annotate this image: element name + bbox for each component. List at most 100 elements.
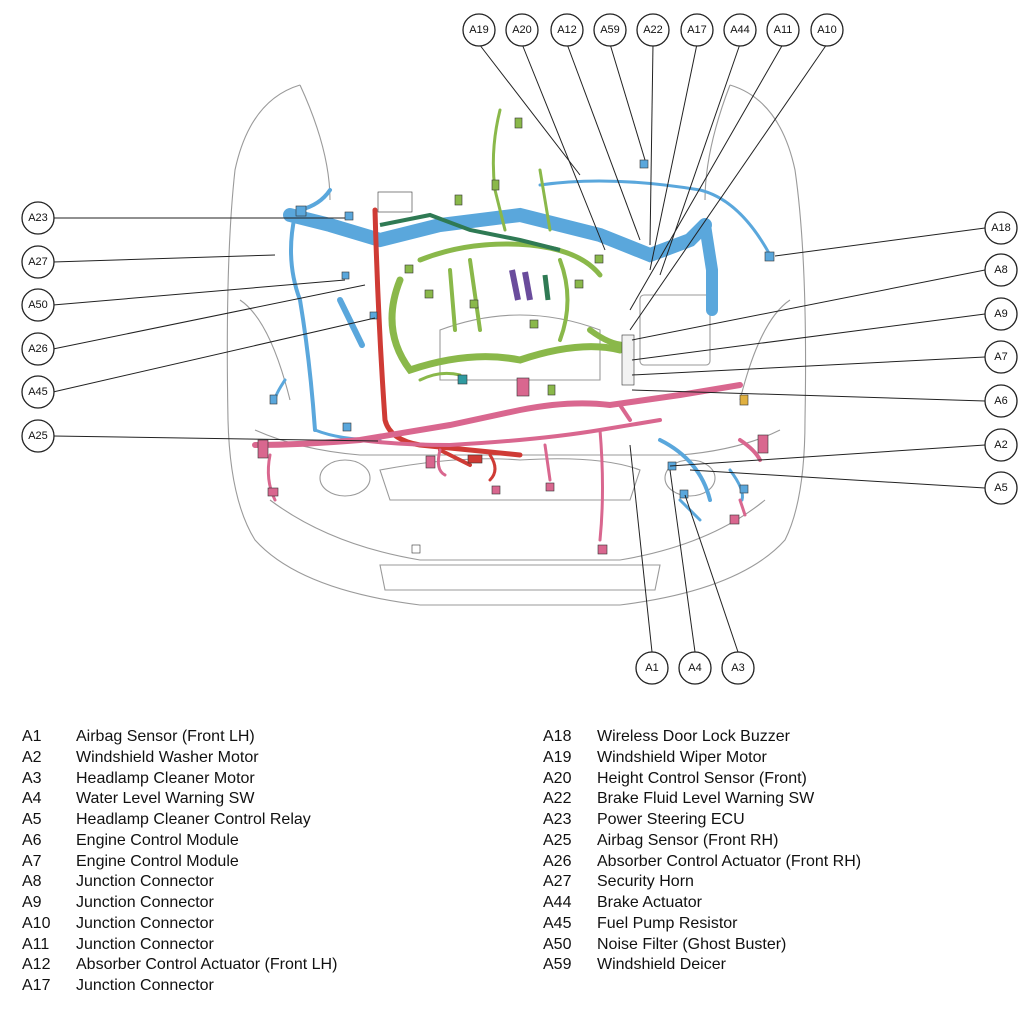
callout-a3: A3 — [721, 651, 755, 685]
legend-label: Airbag Sensor (Front LH) — [76, 728, 255, 745]
legend-code: A26 — [543, 853, 572, 870]
svg-text:A45: A45 — [28, 386, 48, 398]
callout-a10: A10 — [810, 13, 844, 47]
callout-a27: A27 — [21, 245, 55, 279]
callout-a9: A9 — [984, 297, 1018, 331]
legend-label: Security Horn — [597, 873, 694, 890]
legend-label: Junction Connector — [76, 936, 214, 953]
callout-a7: A7 — [984, 340, 1018, 374]
legend-code: A1 — [22, 728, 42, 745]
harness-pink — [252, 382, 762, 542]
callout-a19: A19 — [462, 13, 496, 47]
legend-label: Windshield Washer Motor — [76, 749, 259, 766]
legend-code: A10 — [22, 915, 51, 932]
legend-label: Junction Connector — [76, 977, 214, 994]
svg-text:A9: A9 — [994, 308, 1007, 320]
harness-darkgreen — [379, 212, 561, 301]
legend-code: A22 — [543, 790, 572, 807]
svg-text:A11: A11 — [774, 24, 793, 36]
callout-a23: A23 — [21, 201, 55, 235]
legend-item: A27 Security Horn — [543, 872, 694, 892]
callout-a50: A50 — [21, 288, 55, 322]
legend-code: A27 — [543, 873, 572, 890]
svg-text:A18: A18 — [991, 222, 1011, 234]
legend-code: A45 — [543, 915, 572, 932]
legend-item: A44 Brake Actuator — [543, 893, 702, 913]
svg-text:A27: A27 — [28, 256, 48, 268]
callout-a22: A22 — [636, 13, 670, 47]
legend-label: Junction Connector — [76, 894, 214, 911]
svg-text:A2: A2 — [994, 439, 1007, 451]
legend-code: A59 — [543, 956, 572, 973]
legend-code: A7 — [22, 853, 42, 870]
legend-code: A11 — [22, 936, 50, 953]
legend-code: A2 — [22, 749, 42, 766]
legend-item: A7 Engine Control Module — [22, 852, 239, 872]
legend-label: Engine Control Module — [76, 832, 239, 849]
legend-label: Engine Control Module — [76, 853, 239, 870]
car-body-outline — [226, 84, 807, 606]
svg-text:A5: A5 — [994, 482, 1007, 494]
callout-a5: A5 — [984, 471, 1018, 505]
legend-label: Power Steering ECU — [597, 811, 745, 828]
legend-label: Water Level Warning SW — [76, 790, 255, 807]
svg-text:A12: A12 — [557, 24, 577, 36]
callout-a2: A2 — [984, 428, 1018, 462]
svg-text:A3: A3 — [731, 662, 744, 674]
connector-markers — [257, 117, 775, 555]
harness-purple — [509, 269, 533, 301]
callout-a45: A45 — [21, 375, 55, 409]
legend-label: Brake Actuator — [597, 894, 702, 911]
callout-a26: A26 — [21, 332, 55, 366]
callout-a6: A6 — [984, 384, 1018, 418]
callout-a1: A1 — [635, 651, 669, 685]
legend-label: Junction Connector — [76, 915, 214, 932]
legend-item: A8 Junction Connector — [22, 872, 214, 892]
legend-label: Airbag Sensor (Front RH) — [597, 832, 779, 849]
leader-lines — [52, 43, 986, 653]
legend-code: A44 — [543, 894, 572, 911]
legend-code: A19 — [543, 749, 572, 766]
callout-a20: A20 — [505, 13, 539, 47]
legend-code: A3 — [22, 770, 42, 787]
svg-text:A17: A17 — [687, 24, 707, 36]
legend-label: Headlamp Cleaner Control Relay — [76, 811, 311, 828]
legend-item: A2 Windshield Washer Motor — [22, 748, 259, 768]
legend-label: Junction Connector — [76, 873, 214, 890]
svg-text:A22: A22 — [643, 24, 663, 36]
svg-text:A4: A4 — [688, 662, 701, 674]
callout-a17: A17 — [680, 13, 714, 47]
legend-code: A18 — [543, 728, 572, 745]
engine-harness-diagram: A19 A20 A12 A59 A22 A17 A44 A11 A10 A23 … — [21, 13, 1018, 685]
svg-text:A10: A10 — [817, 24, 837, 36]
legend-code: A50 — [543, 936, 572, 953]
legend-code: A23 — [543, 811, 572, 828]
svg-text:A44: A44 — [730, 24, 750, 36]
svg-text:A25: A25 — [28, 430, 48, 442]
legend-label: Noise Filter (Ghost Buster) — [597, 936, 787, 953]
svg-text:A26: A26 — [28, 343, 48, 355]
svg-text:A50: A50 — [28, 299, 48, 311]
legend-item: A23 Power Steering ECU — [543, 810, 745, 830]
callout-a25: A25 — [21, 419, 55, 453]
callout-a4: A4 — [678, 651, 712, 685]
svg-text:A19: A19 — [469, 24, 489, 36]
legend-code: A6 — [22, 832, 42, 849]
legend-code: A20 — [543, 770, 572, 787]
legend-code: A8 — [22, 873, 42, 890]
legend-label: Height Control Sensor (Front) — [597, 770, 807, 787]
svg-text:A20: A20 — [512, 24, 532, 36]
legend-code: A25 — [543, 832, 572, 849]
svg-text:A7: A7 — [994, 351, 1007, 363]
legend-item: A20 Height Control Sensor (Front) — [543, 769, 807, 789]
legend-code: A5 — [22, 811, 42, 828]
